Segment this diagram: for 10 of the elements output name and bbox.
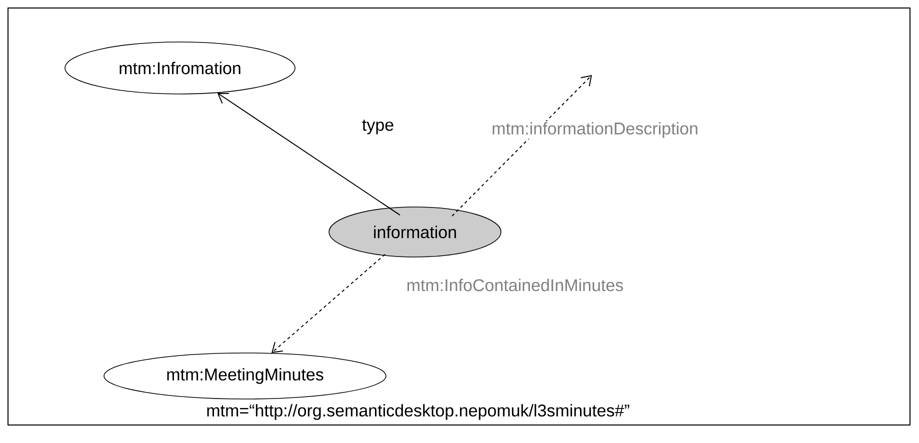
edge-label: type xyxy=(360,118,396,136)
arrow xyxy=(217,92,400,216)
ellipse-node: mtm:Infromation xyxy=(64,42,296,94)
ellipse-node: information xyxy=(328,206,502,258)
edge-label: mtm:informationDescription xyxy=(490,121,700,139)
arrow xyxy=(271,254,386,353)
namespace-note: mtm=“http://org.semanticdesktop.nepomuk/l3sminutes#” xyxy=(207,404,630,420)
arrow xyxy=(452,74,592,217)
ellipse-node: mtm:MeetingMinutes xyxy=(104,352,386,400)
edge-label: mtm:InfoContainedInMinutes xyxy=(405,278,625,292)
